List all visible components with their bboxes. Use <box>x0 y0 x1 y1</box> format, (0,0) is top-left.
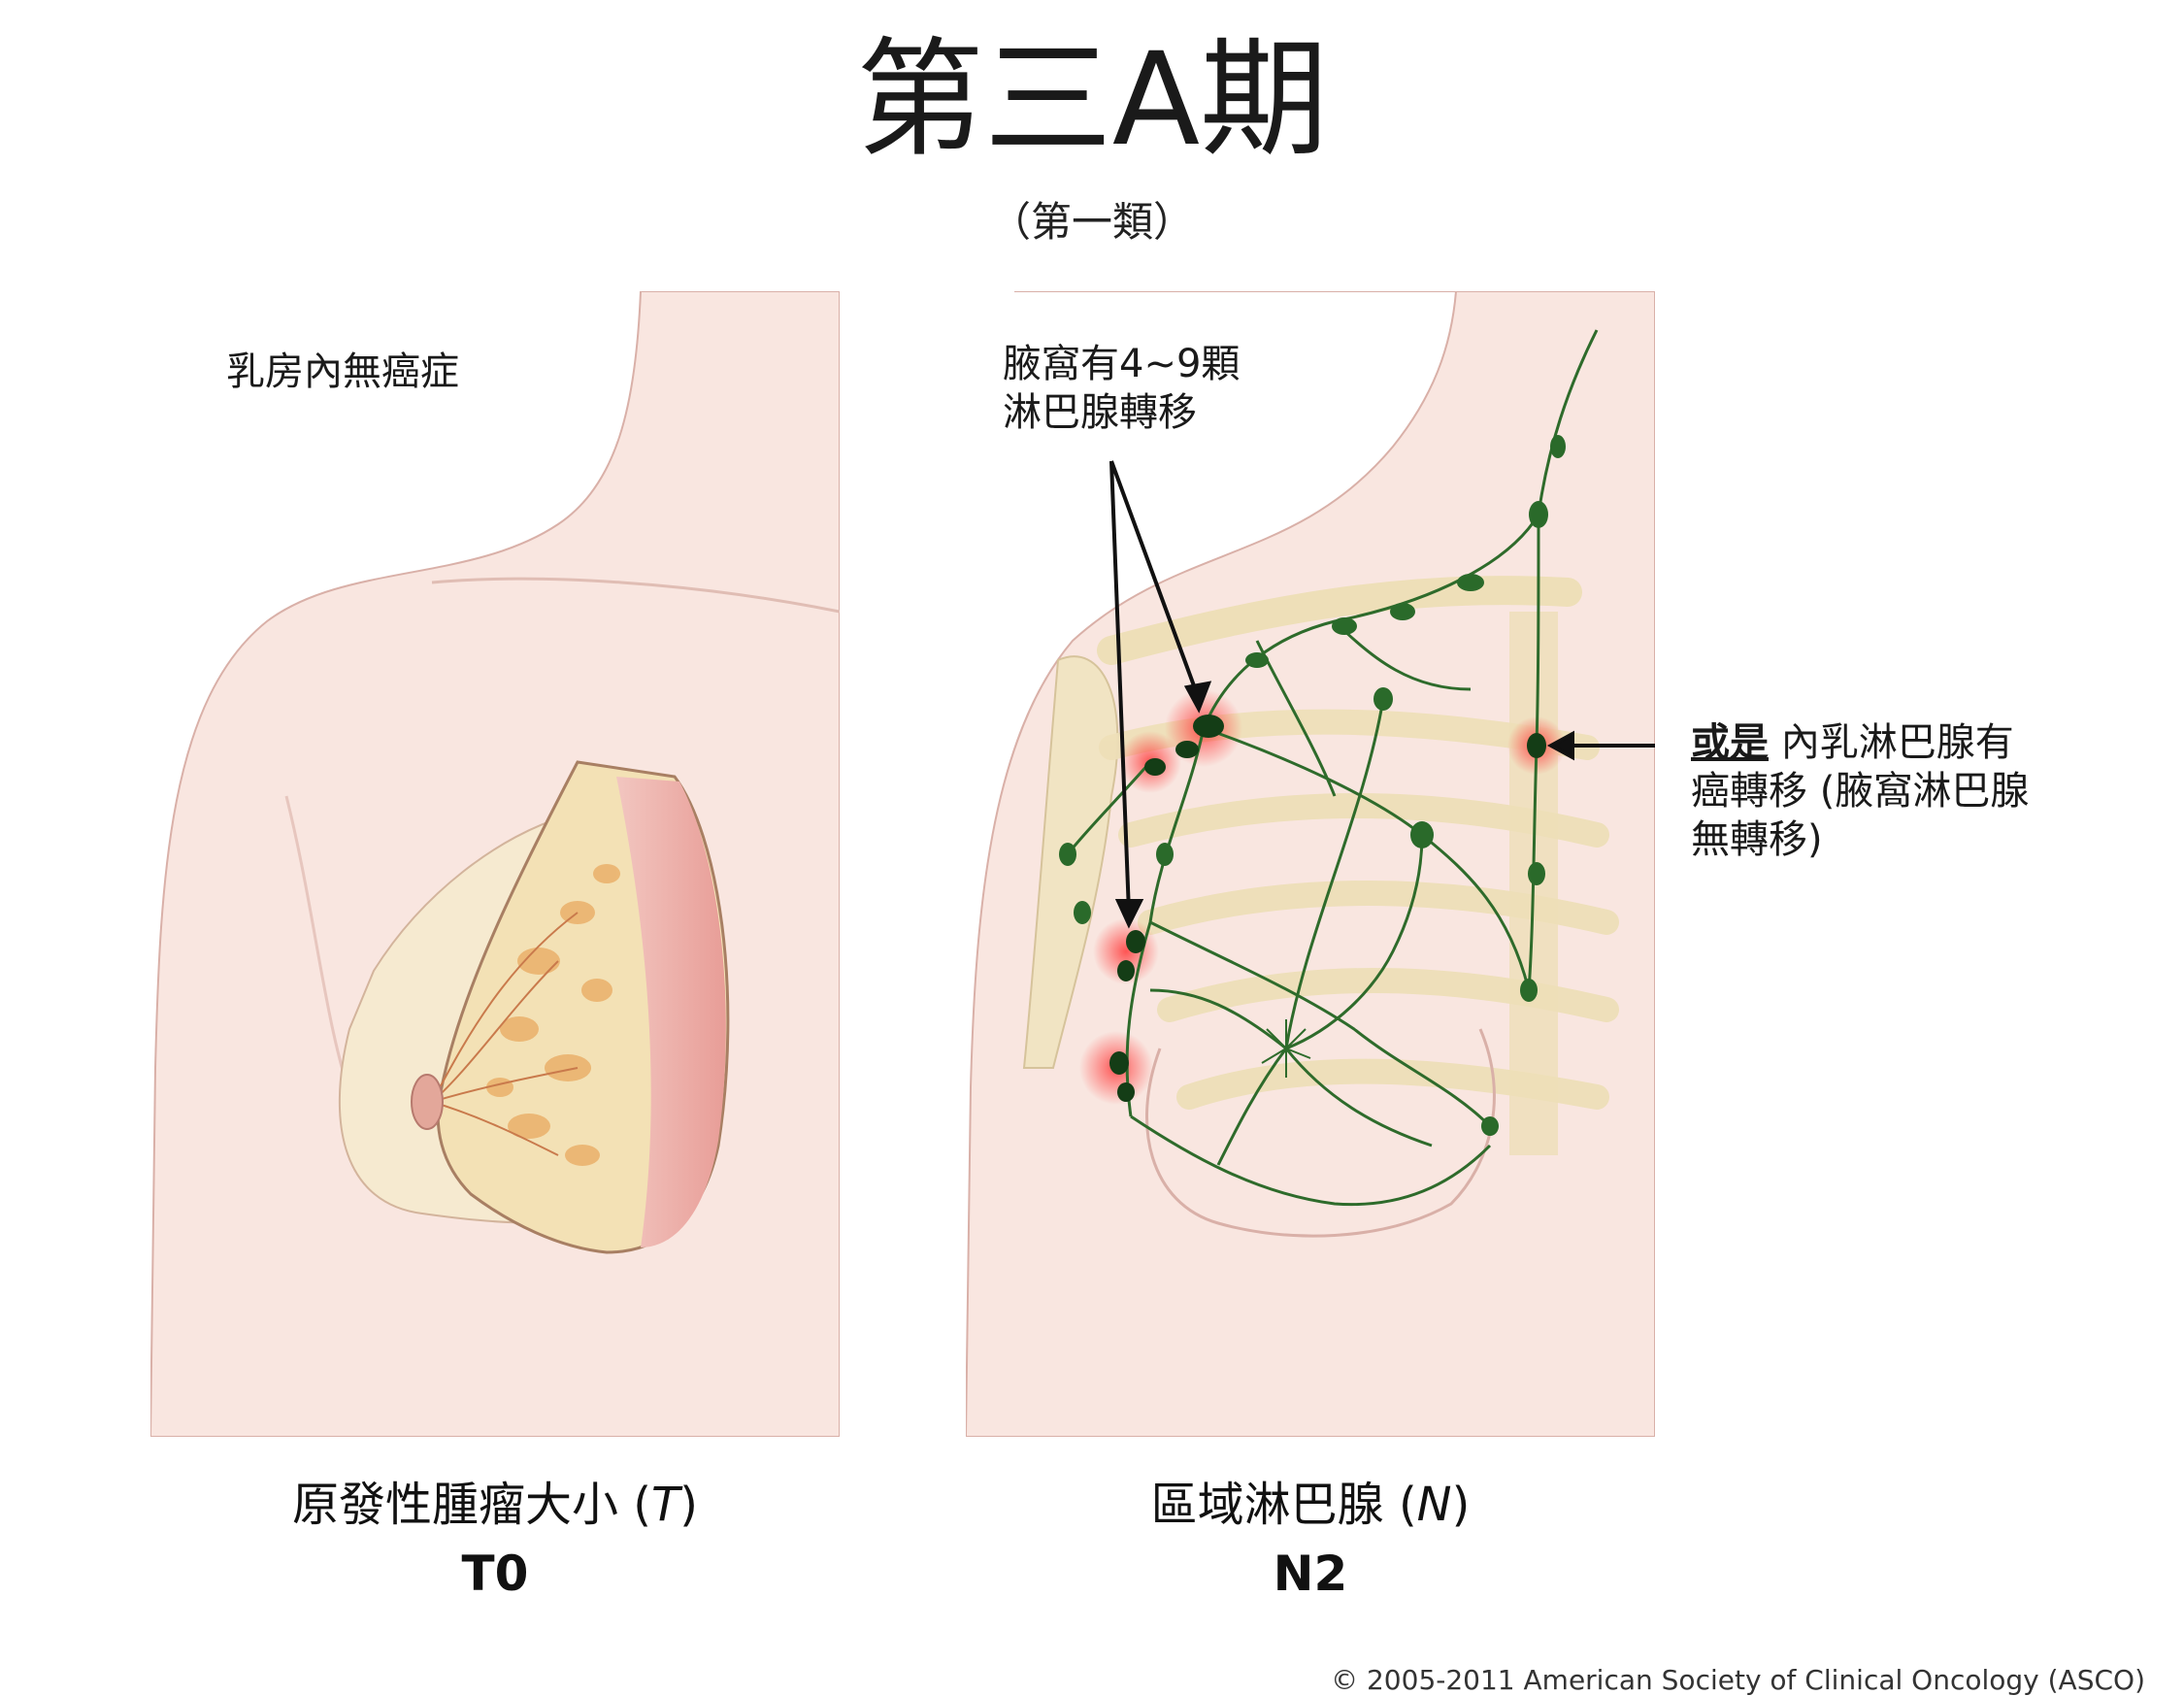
page-title: 第三A期 <box>855 25 1329 175</box>
lymph-node-caption-text: 區域淋巴腺 <box>1150 1478 1384 1532</box>
internal-note-lead: 或是 <box>1691 720 1769 765</box>
lymph-node-chest-illustration <box>966 291 1655 1437</box>
tumor-size-caption-text: 原發性腫瘤大小 <box>291 1478 618 1532</box>
node-stage-code: N2 <box>1273 1546 1348 1602</box>
lymph-node-caption: 區域淋巴腺 (N) <box>1150 1478 1471 1532</box>
breast-cross-section-illustration <box>150 291 840 1437</box>
axillary-note-line2: 淋巴腺轉移 <box>1003 390 1197 435</box>
tumor-size-caption: 原發性腫瘤大小 (T) <box>291 1478 699 1532</box>
internal-mammary-note: 或是 內乳淋巴腺有 癌轉移 (腋窩淋巴腺 無轉移) <box>1691 718 2099 864</box>
page-subtitle: （第一類） <box>989 198 1194 246</box>
axillary-node-note: 腋窩有4~9顆 淋巴腺轉移 <box>1003 340 1240 437</box>
internal-note-line2: 癌轉移 (腋窩淋巴腺 <box>1691 769 2030 814</box>
internal-note-line3: 無轉移) <box>1691 817 1823 862</box>
tumor-stage-code: T0 <box>461 1546 529 1602</box>
copyright-notice: © 2005-2011 American Society of Clinical… <box>1331 1664 2145 1696</box>
internal-note-line1: 內乳淋巴腺有 <box>1780 720 2014 765</box>
no-cancer-note: 乳房內無癌症 <box>226 349 459 394</box>
lymph-node-variable: N <box>1416 1478 1452 1532</box>
axillary-note-line1: 腋窩有4~9顆 <box>1003 342 1241 386</box>
tumor-size-variable: T <box>650 1478 680 1532</box>
